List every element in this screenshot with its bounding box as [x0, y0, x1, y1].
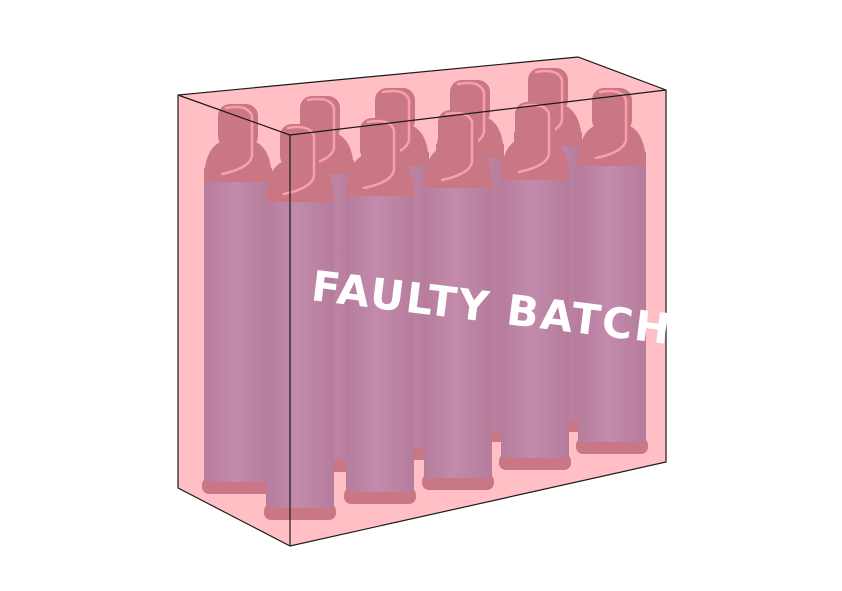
box-top-edge: [177, 94, 291, 136]
box-top-front-edge: [289, 89, 667, 136]
box-front-face: [290, 90, 666, 546]
box-side-face: [178, 95, 290, 546]
box-top-face: [178, 57, 666, 135]
